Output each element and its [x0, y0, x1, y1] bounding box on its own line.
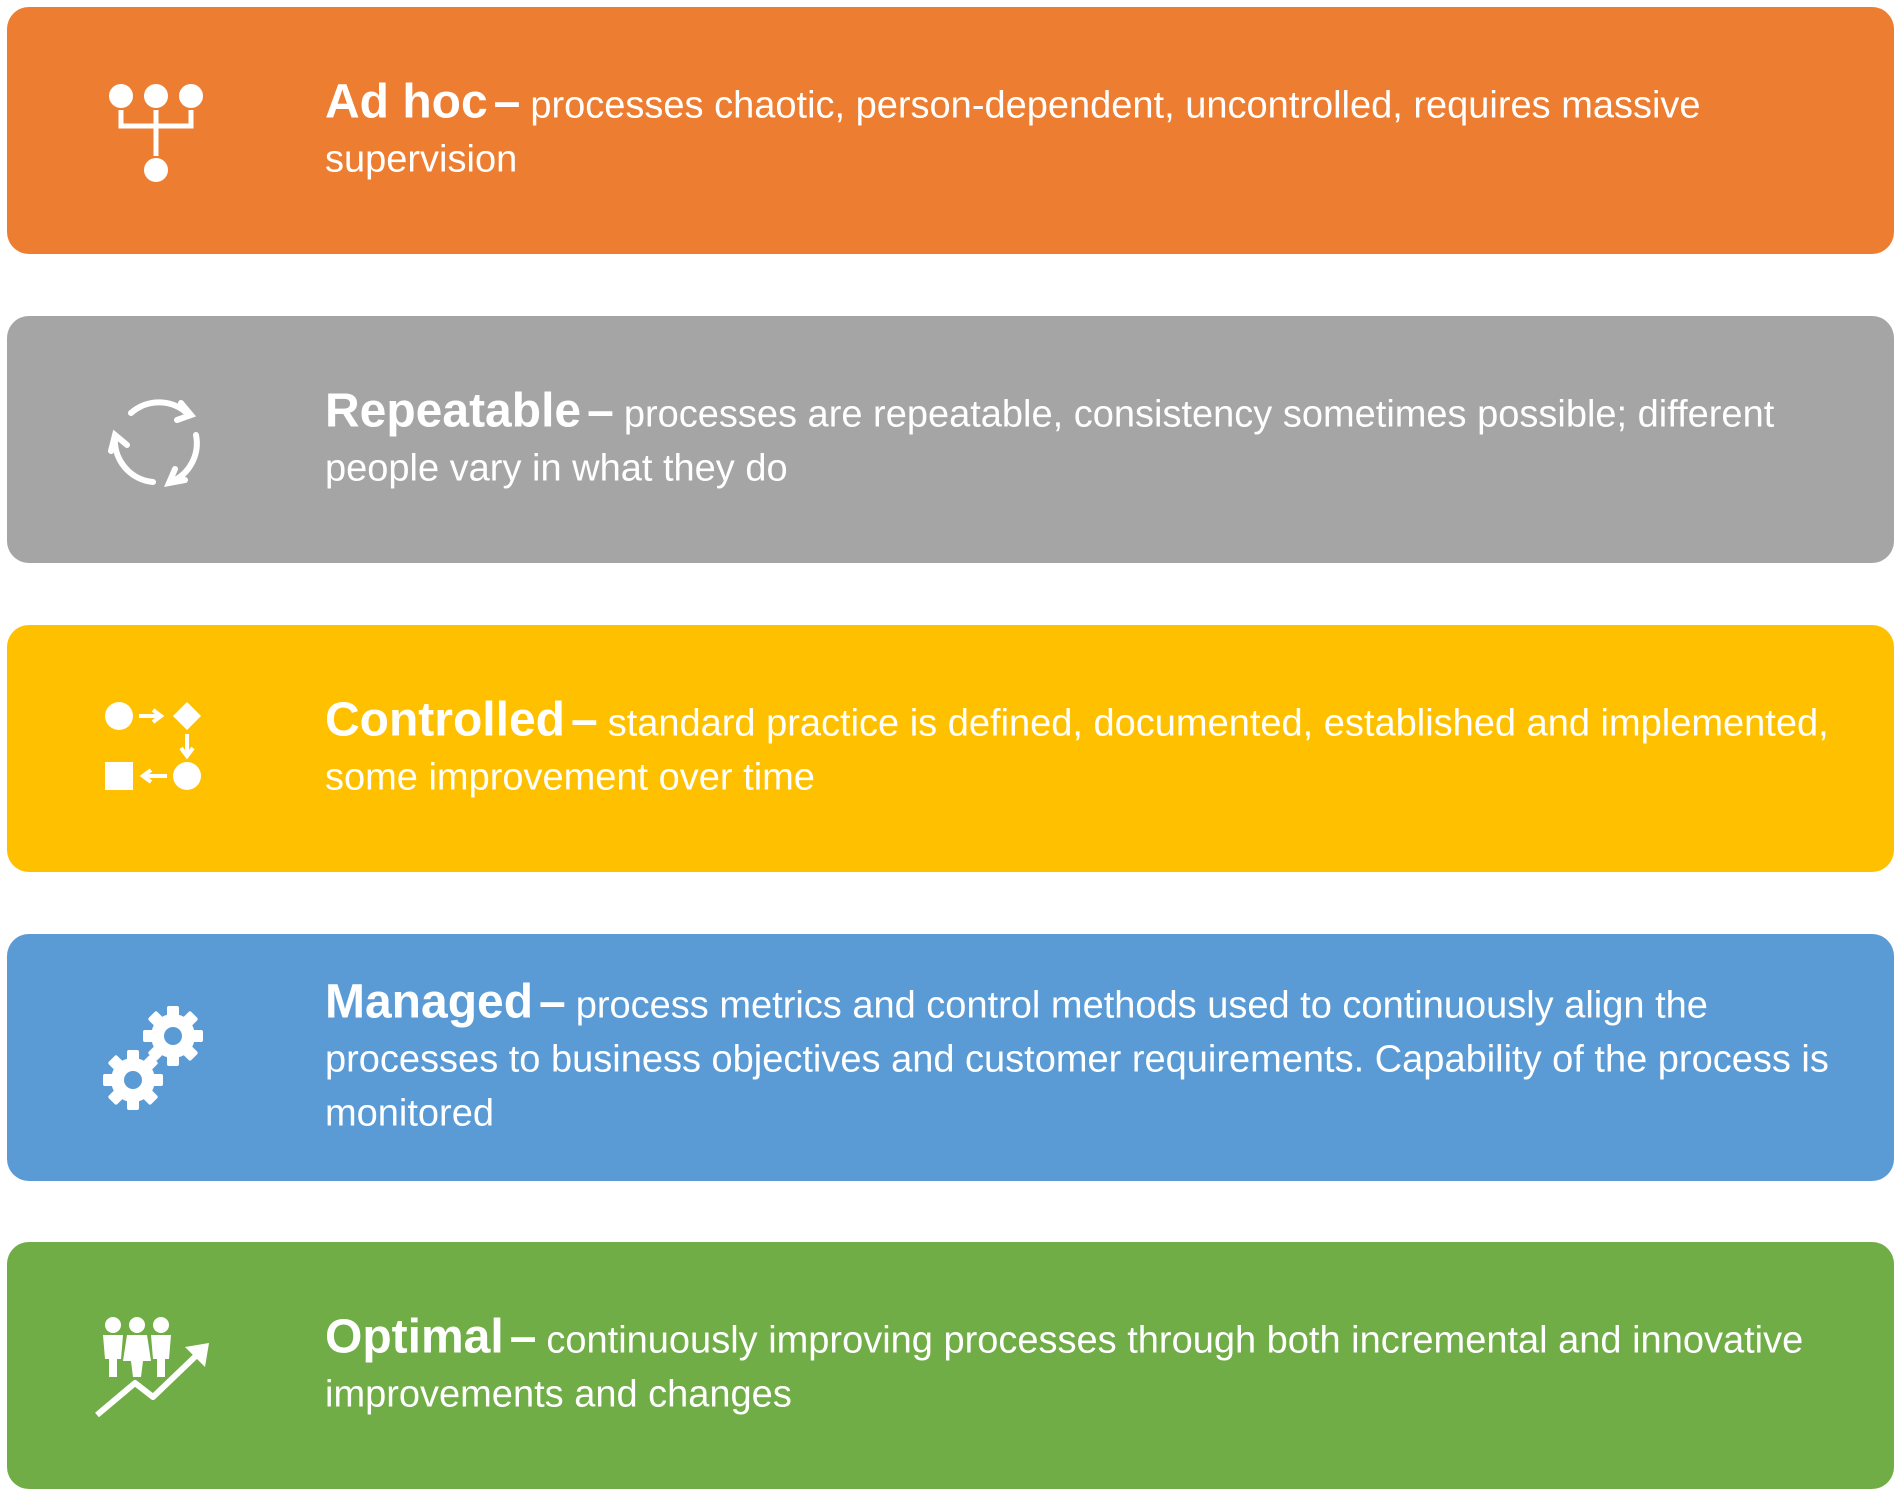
level-managed: Managed–process metrics and control meth…	[7, 934, 1894, 1181]
level-text: Repeatable–processes are repeatable, con…	[325, 384, 1854, 495]
cycle-arrows-icon	[85, 369, 227, 511]
level-name: Optimal	[325, 1310, 504, 1363]
level-text: Ad hoc–processes chaotic, person-depende…	[325, 75, 1854, 186]
level-separator: –	[587, 384, 614, 437]
level-name: Ad hoc	[325, 75, 488, 128]
level-repeatable: Repeatable–processes are repeatable, con…	[7, 316, 1894, 563]
level-separator: –	[509, 1310, 537, 1363]
level-text: Optimal–continuously improving processes…	[325, 1310, 1854, 1421]
level-description: standard practice is defined, documented…	[325, 702, 1829, 798]
team-growth-icon	[85, 1295, 227, 1437]
level-controlled: Controlled–standard practice is defined,…	[7, 625, 1894, 872]
level-description: continuously improving processes through…	[325, 1319, 1804, 1415]
process-flow-icon	[85, 678, 227, 820]
level-separator: –	[493, 75, 521, 128]
level-description: processes chaotic, person-dependent, unc…	[325, 84, 1701, 180]
level-text: Controlled–standard practice is defined,…	[325, 693, 1854, 804]
level-name: Repeatable	[325, 384, 582, 437]
level-text: Managed–process metrics and control meth…	[325, 975, 1854, 1140]
level-name: Managed	[325, 975, 534, 1028]
gears-icon	[85, 987, 227, 1129]
level-name: Controlled	[325, 693, 565, 746]
hierarchy-icon	[85, 60, 227, 202]
level-separator: –	[539, 975, 566, 1028]
level-separator: –	[570, 693, 598, 746]
level-ad-hoc: Ad hoc–processes chaotic, person-depende…	[7, 7, 1894, 254]
level-optimal: Optimal–continuously improving processes…	[7, 1242, 1894, 1489]
level-description: process metrics and control methods used…	[325, 984, 1829, 1134]
level-description: processes are repeatable, consistency so…	[325, 393, 1775, 489]
